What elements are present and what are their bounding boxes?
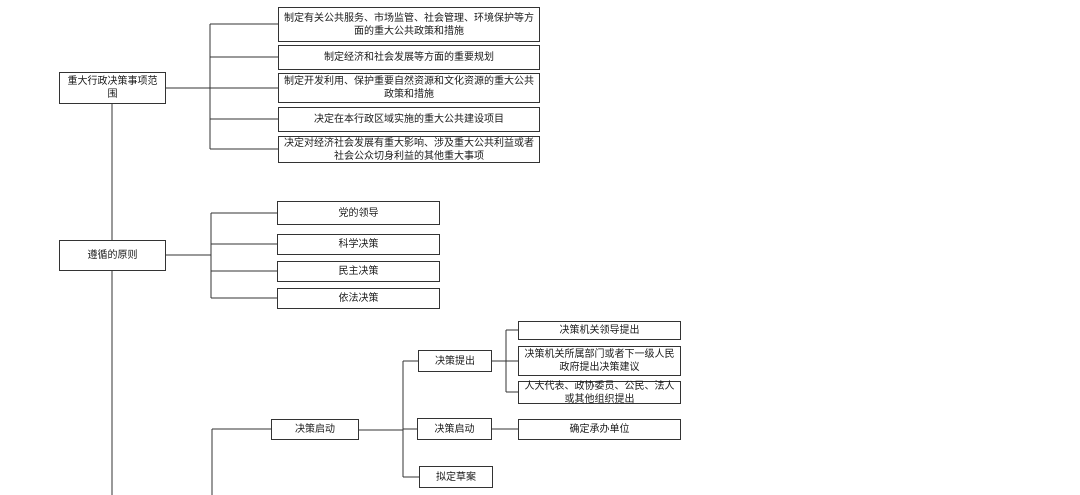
step-initiation: 决策启动 xyxy=(417,418,492,440)
step-proposal: 决策提出 xyxy=(418,350,492,372)
step-draft: 拟定草案 xyxy=(419,466,493,488)
scope-item-construction-project: 决定在本行政区域实施的重大公共建设项目 xyxy=(278,107,540,132)
procedure-initiation: 决策启动 xyxy=(271,419,359,440)
proposal-by-representatives: 人大代表、政协委员、公民、法人或其他组织提出 xyxy=(518,381,681,405)
scope-item-development-plan: 制定经济和社会发展等方面的重要规划 xyxy=(278,45,540,70)
principle-party-leadership: 党的领导 xyxy=(277,201,440,225)
scope-item-resource-policy: 制定开发利用、保护重要自然资源和文化资源的重大公共政策和措施 xyxy=(278,73,540,103)
principle-democratic: 民主决策 xyxy=(277,261,440,282)
proposal-by-leadership: 决策机关领导提出 xyxy=(518,321,681,340)
initiation-undertaking-unit: 确定承办单位 xyxy=(518,419,681,440)
principle-scientific: 科学决策 xyxy=(277,234,440,255)
category-major-decision-scope: 重大行政决策事项范围 xyxy=(59,72,166,104)
scope-item-other-major-matters: 决定对经济社会发展有重大影响、涉及重大公共利益或者社会公众切身利益的其他重大事项 xyxy=(278,136,540,163)
category-principles: 遵循的原则 xyxy=(59,240,166,271)
proposal-by-department: 决策机关所属部门或者下一级人民政府提出决策建议 xyxy=(518,346,681,376)
scope-item-public-policy: 制定有关公共服务、市场监管、社会管理、环境保护等方面的重大公共政策和措施 xyxy=(278,7,540,42)
principle-legal: 依法决策 xyxy=(277,288,440,309)
